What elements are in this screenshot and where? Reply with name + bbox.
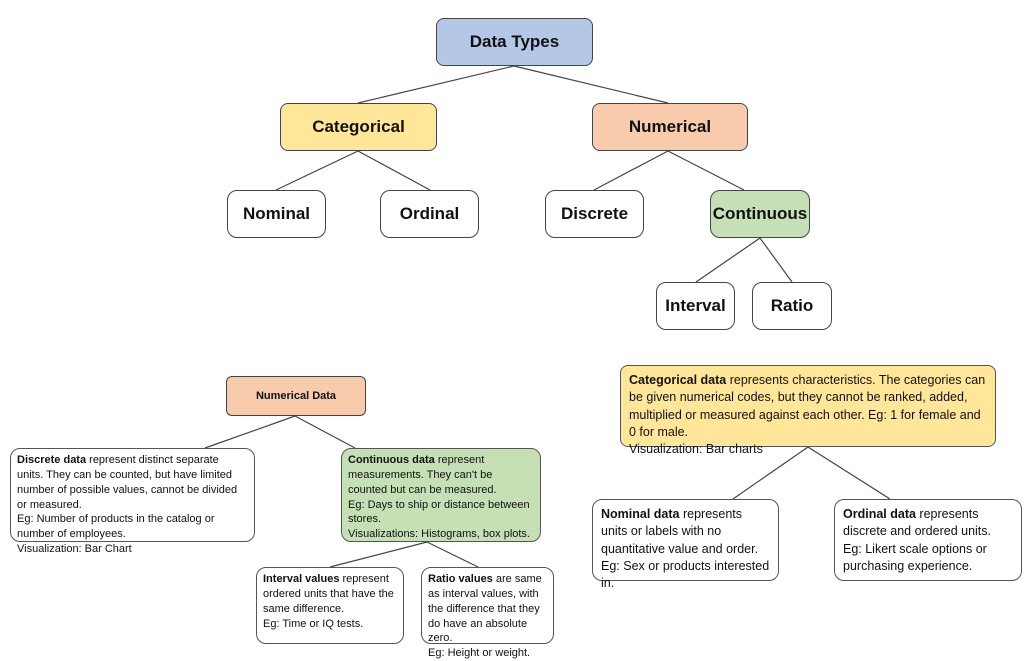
ordinal-example: Eg: Likert scale options or purchasing e… [843, 541, 987, 573]
edge-numdata-discrete [204, 415, 296, 449]
edge-numerical-continuous [667, 150, 745, 191]
ratio-values-desc: Ratio values are same as interval values… [421, 567, 554, 659]
ordinal-text: represents discrete and ordered units. [843, 507, 992, 539]
edge-catdata-nominal [732, 446, 809, 500]
continuous-text: represent measurements. They can't be co… [348, 454, 497, 496]
edge-numdata-continuous [294, 415, 356, 449]
ordinal-term: Ordinal data [843, 507, 916, 521]
node-interval: Interval [656, 282, 735, 330]
categorical-visualization: Visualization: Bar charts [629, 442, 763, 456]
interval-text: represent ordered units that have the sa… [263, 573, 394, 615]
node-ordinal: Ordinal [380, 190, 479, 238]
nominal-data-desc: Nominal data represents units or labels … [592, 499, 779, 590]
interval-example: Eg: Time or IQ tests. [263, 617, 364, 630]
interval-values-desc: Interval values represent ordered units … [256, 567, 404, 644]
edge-categorical-ordinal [357, 150, 431, 191]
edge-root-categorical [357, 65, 515, 104]
continuous-example: Eg: Days to ship or distance between sto… [348, 498, 530, 526]
edge-continuous-interval [695, 237, 761, 283]
ratio-term: Ratio values [428, 573, 493, 585]
node-ratio: Ratio [752, 282, 832, 330]
ordinal-data-desc: Ordinal data represents discrete and ord… [834, 499, 1022, 581]
continuous-term: Continuous data [348, 454, 435, 466]
node-categorical: Categorical [280, 103, 437, 151]
node-continuous: Continuous [710, 190, 810, 238]
edge-continuous-interval-desc [329, 541, 428, 568]
categorical-data-desc: Categorical data represents characterist… [620, 365, 996, 456]
discrete-term: Discrete data [17, 454, 87, 466]
ratio-text: are same as interval values, with the di… [428, 573, 542, 645]
edge-catdata-ordinal [807, 446, 891, 500]
numerical-data-title: Numerical Data [226, 376, 366, 416]
interval-term: Interval values [263, 573, 340, 585]
edge-numerical-discrete [593, 150, 669, 191]
nominal-term: Nominal data [601, 507, 680, 521]
discrete-text: represent distinct separate units. They … [17, 454, 238, 511]
node-discrete: Discrete [545, 190, 644, 238]
ratio-example: Eg: Height or weight. [428, 647, 531, 660]
nominal-example: Eg: Sex or products interested in. [601, 558, 770, 590]
edge-continuous-ratio [759, 237, 793, 283]
discrete-data-desc: Discrete data represent distinct separat… [10, 448, 255, 555]
node-nominal: Nominal [227, 190, 326, 238]
node-data-types: Data Types [436, 18, 593, 66]
continuous-data-desc: Continuous data represent measurements. … [341, 448, 541, 542]
edge-categorical-nominal [275, 150, 359, 191]
categorical-term: Categorical data [629, 373, 727, 387]
node-numerical: Numerical [592, 103, 748, 151]
edge-root-numerical [513, 65, 669, 104]
discrete-visualization: Visualization: Bar Chart [17, 543, 132, 556]
nominal-text: represents units or labels with no quant… [601, 507, 759, 556]
edge-continuous-ratio-desc [426, 541, 479, 568]
discrete-example: Eg: Number of products in the catalog or… [17, 513, 215, 541]
continuous-visualization: Visualizations: Histograms, box plots. [348, 528, 530, 541]
categorical-text: represents characteristics. The categori… [629, 373, 986, 439]
